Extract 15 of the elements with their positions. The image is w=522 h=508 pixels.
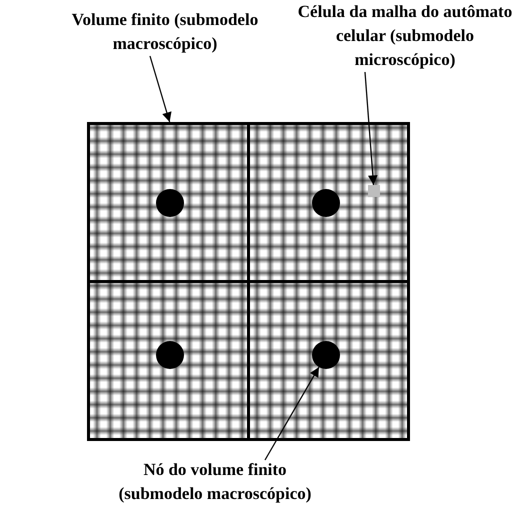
finite-volume-cell	[247, 280, 410, 441]
finite-volume-cell	[87, 280, 250, 441]
node-dot	[156, 341, 184, 369]
arrow	[149, 56, 172, 122]
node-dot	[312, 341, 340, 369]
callout-text: Nó do volume finito (submodelo macroscópico)	[100, 458, 330, 508]
node-dot	[156, 189, 184, 217]
finite-volume-cell	[247, 122, 410, 283]
finite-volume-cell	[87, 122, 250, 283]
callout-text: Volume finito (submodelo macroscópico)	[65, 8, 265, 58]
node-dot	[312, 189, 340, 217]
mesh-cell	[368, 185, 380, 197]
arrow	[264, 366, 320, 460]
callout-text: Célula da malha do autômato celular (submodelo microscópico)	[290, 0, 520, 72]
arrow	[364, 72, 378, 186]
